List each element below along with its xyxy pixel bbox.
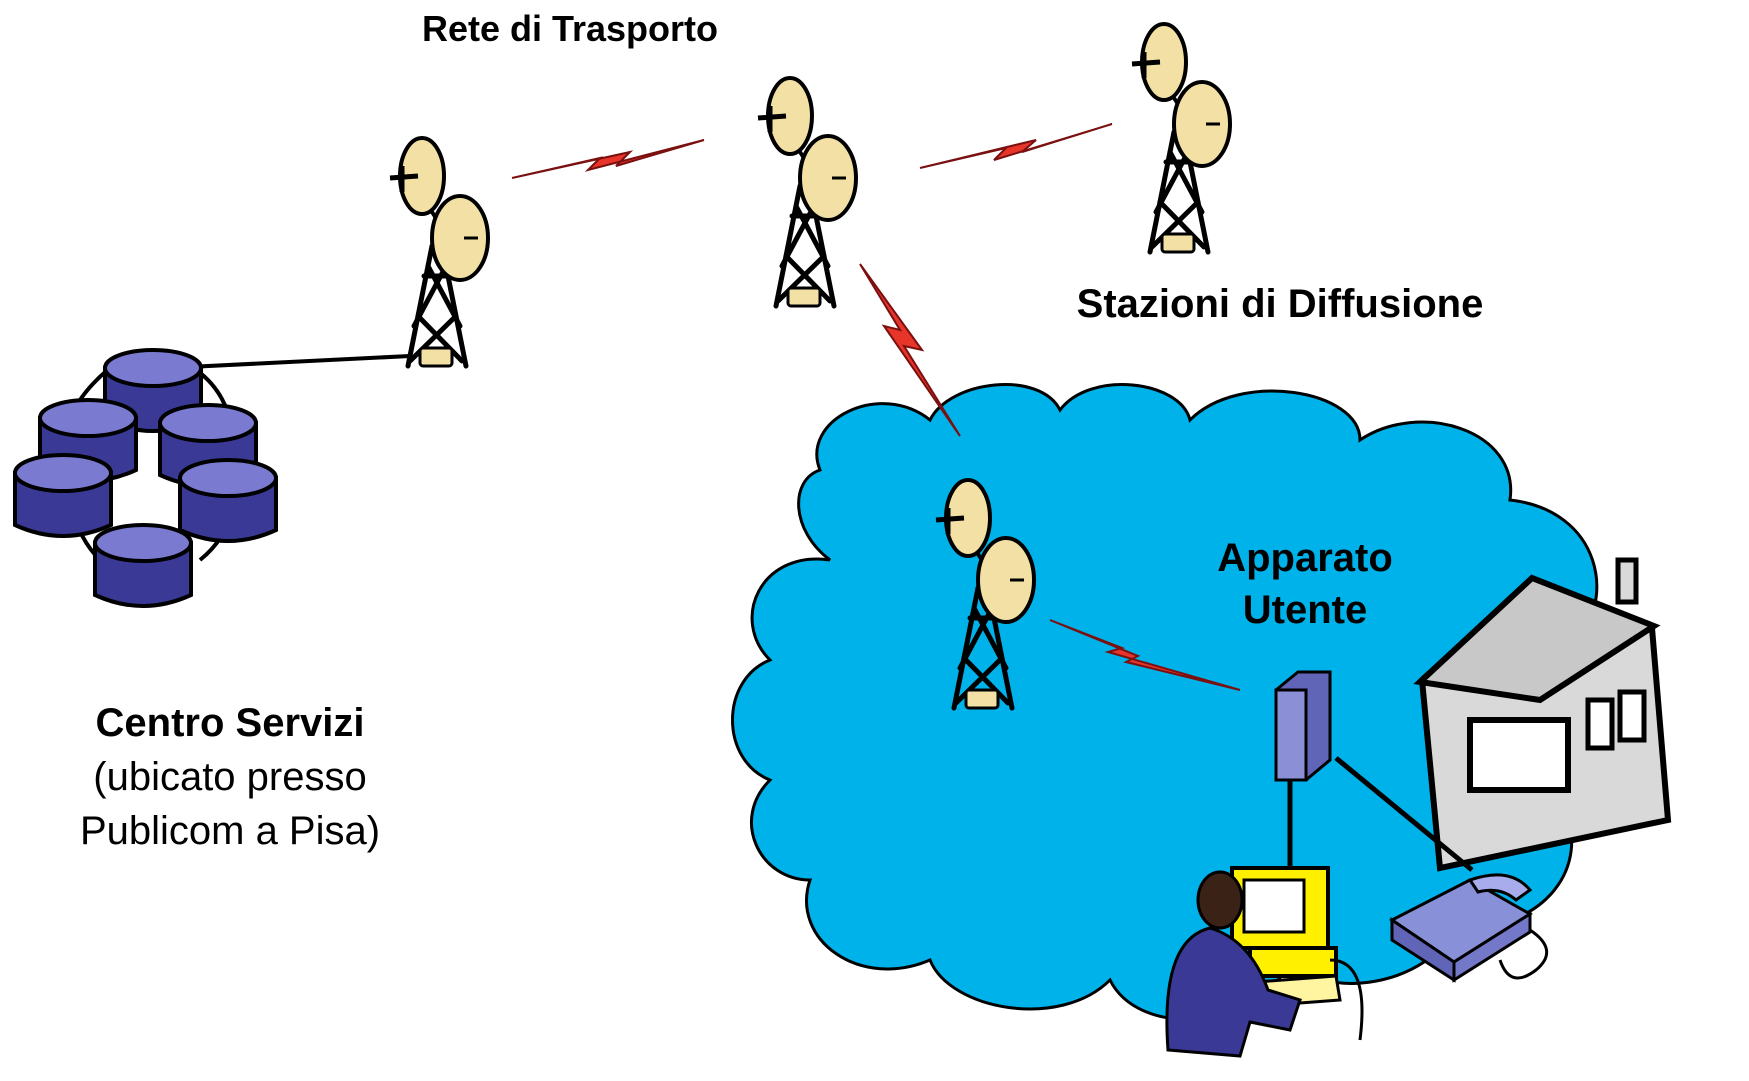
server-box-icon — [1274, 670, 1332, 782]
radio-tower-icon — [758, 78, 856, 306]
wired-link — [167, 354, 411, 370]
service-center-label: Centro Servizi (ubicato presso Publicom … — [30, 696, 430, 858]
radio-tower-icon — [390, 138, 488, 366]
telephone-icon — [1389, 873, 1548, 983]
transport-network-label: Rete di Trasporto — [421, 8, 719, 49]
service-center-title: Centro Servizi — [95, 701, 365, 745]
house-icon — [1413, 557, 1672, 872]
lightning-link-icon — [511, 123, 1241, 691]
broadcast-stations-label: Stazioni di Diffusione — [1076, 282, 1484, 326]
database-cluster-icon — [13, 348, 278, 608]
user-device-label-line1: Apparato — [1217, 536, 1393, 580]
user-device-label-line2: Utente — [1242, 588, 1368, 632]
service-center-location-line2: Publicom a Pisa) — [79, 809, 381, 853]
radio-tower-icon — [1132, 24, 1230, 252]
user-device-label: Apparato Utente — [1120, 532, 1490, 636]
user-at-computer-icon — [1165, 866, 1364, 1058]
service-center-location-line1: (ubicato presso — [93, 755, 367, 799]
